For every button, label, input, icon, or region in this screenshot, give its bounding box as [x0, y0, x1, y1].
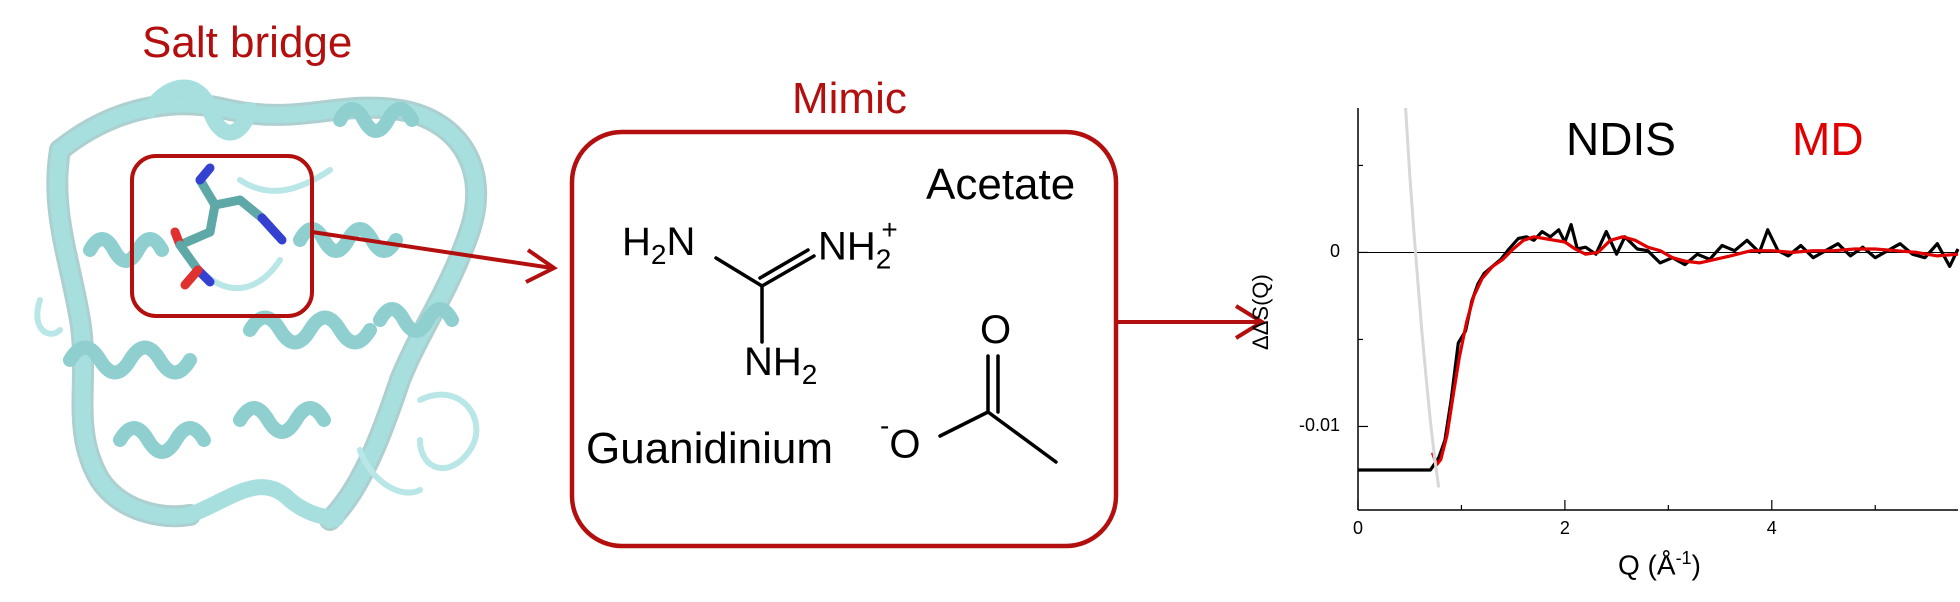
- nh2plus-sup: +: [881, 214, 898, 245]
- nh2plus-sub: 2: [875, 243, 892, 275]
- x-axis-label-end: ): [1691, 549, 1701, 581]
- acetate-structure: [938, 354, 1058, 464]
- y-tick-label: 0: [1329, 241, 1340, 262]
- guanidinium-label: Guanidinium: [586, 424, 834, 473]
- acetate-o-top: O: [980, 308, 1012, 352]
- salt-bridge-title: Salt bridge: [142, 18, 353, 67]
- x-axis-label-main: Q (Å: [1618, 549, 1676, 581]
- nh2plus-nh: NH: [818, 224, 876, 269]
- protein-cartoon: [34, 79, 488, 531]
- o-minus-o: O: [889, 422, 921, 467]
- h2n-group: H2N: [622, 220, 695, 271]
- guanidinium-structure: [714, 248, 816, 344]
- mimic-box: [569, 129, 1119, 549]
- salt-bridge-highlight-box: [130, 154, 314, 318]
- mimic-title: Mimic: [792, 74, 907, 123]
- x-tick-label: 2: [1559, 518, 1570, 538]
- salt-bridge-residues: [170, 163, 287, 290]
- h2n-sub: 2: [650, 239, 667, 270]
- nh2plus-group: NH2+: [818, 214, 908, 275]
- acetate-o-minus: -O: [880, 410, 921, 467]
- x-axis-label: Q (Å-1): [1618, 548, 1701, 581]
- acetate-label: Acetate: [926, 160, 1076, 209]
- x-tick-label: 0: [1352, 518, 1364, 538]
- legend-ndis: NDIS: [1566, 113, 1676, 165]
- nh2-nh: NH: [744, 340, 802, 384]
- arrow-to-mimic: [311, 230, 558, 284]
- h2n-n: N: [666, 220, 696, 264]
- h2n-h: H: [622, 220, 651, 264]
- legend-md: MD: [1792, 113, 1864, 165]
- chart: [1357, 107, 1960, 511]
- y-axis-label: ΔΔS(Q): [1248, 274, 1273, 350]
- o-minus-sup: -: [880, 410, 890, 441]
- nh2-group: NH2: [744, 340, 817, 391]
- y-tick-label: -0.01: [1298, 415, 1340, 436]
- x-axis-label-sup: -1: [1675, 548, 1692, 568]
- series-md: [1430, 235, 1959, 467]
- arrow-to-chart: [1116, 304, 1266, 340]
- series-fit-curve: [1404, 107, 1441, 488]
- x-tick-label: 4: [1766, 518, 1777, 538]
- nh2-sub: 2: [801, 359, 818, 390]
